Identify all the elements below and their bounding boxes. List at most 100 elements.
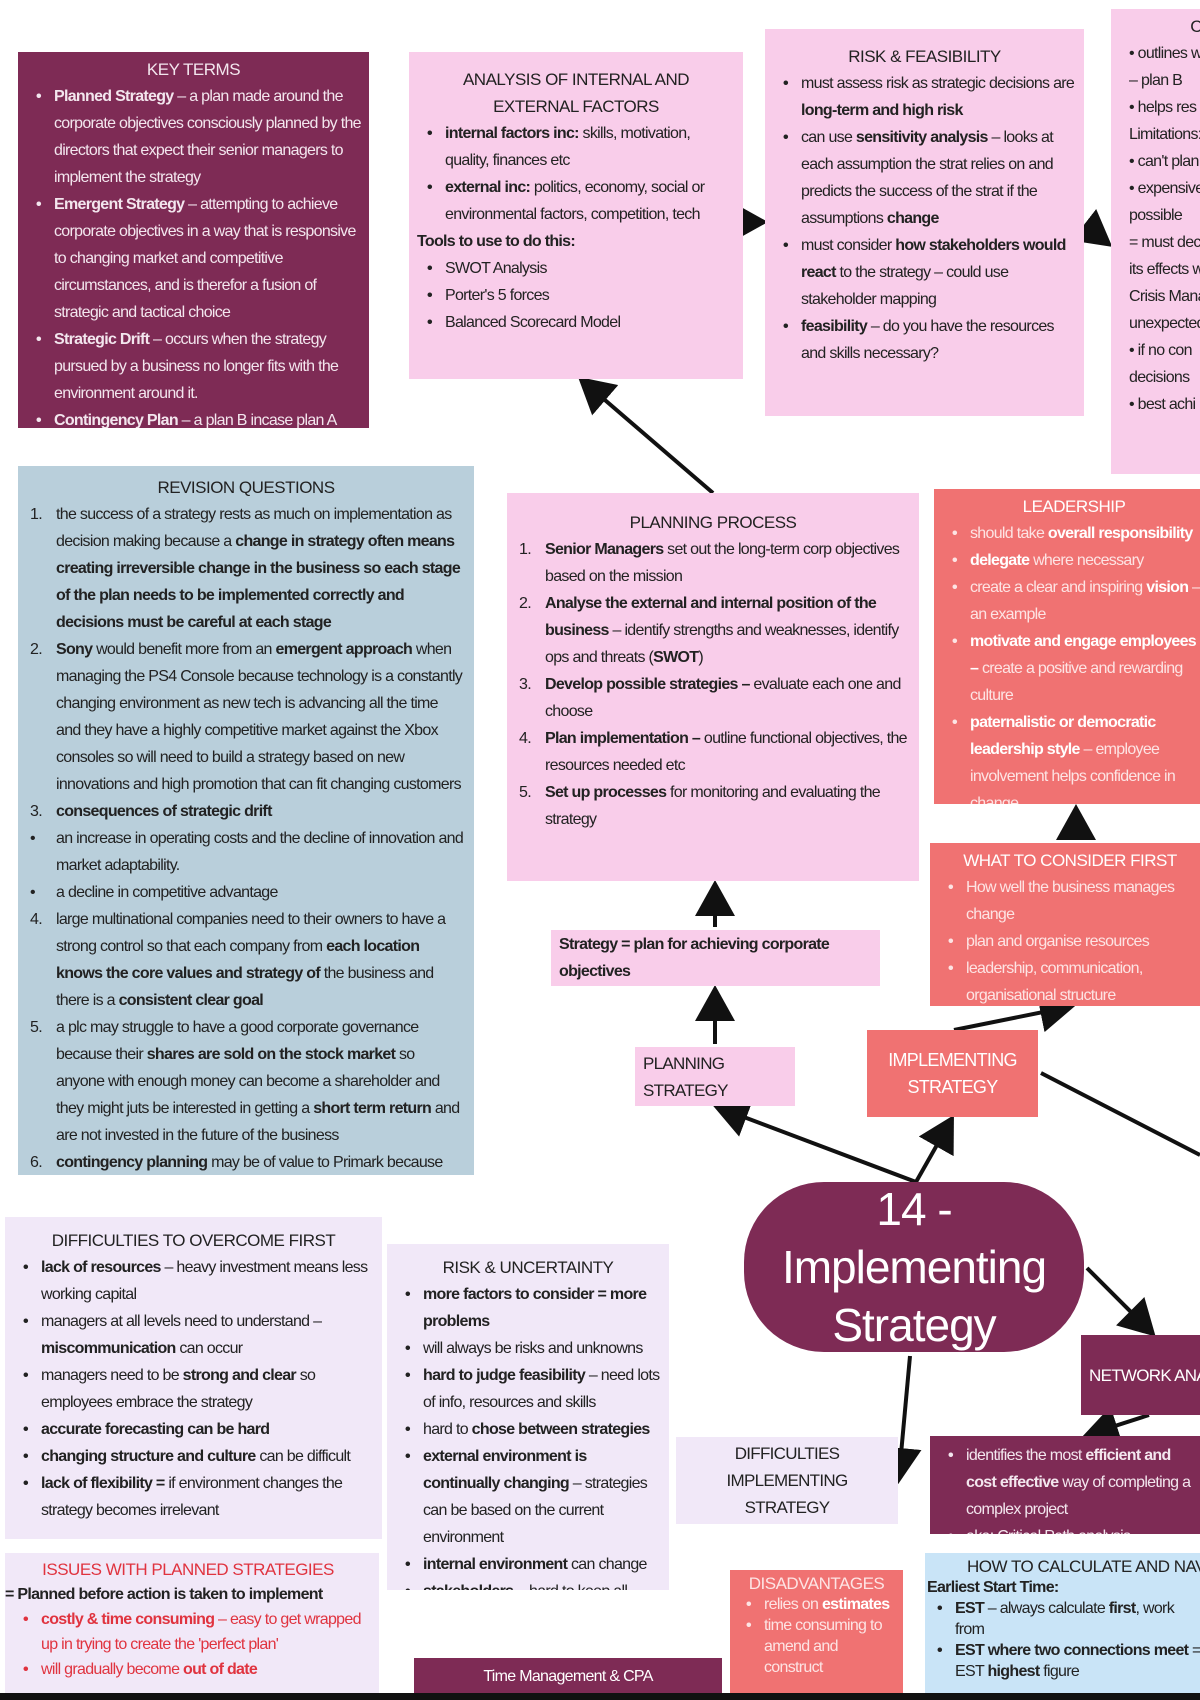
text: – strategies can be based on the current… (423, 1475, 648, 1546)
bold-text: vision (1146, 579, 1189, 596)
list-item: Strategic Drift – occurs when the strate… (26, 326, 361, 407)
bold-text: highest (987, 1663, 1040, 1680)
text: managers need to be (41, 1367, 183, 1384)
list-item: Porter's 5 forces (417, 282, 735, 309)
bold-text: Senior Managers (545, 541, 664, 558)
list-item: = must decide (1129, 234, 1200, 251)
text: may be of value to Primark because they … (211, 1154, 443, 1171)
item-number: • (30, 884, 36, 901)
bold-text: hard to judge feasibility (423, 1367, 586, 1384)
bold-text: accurate forecasting can be hard (41, 1421, 270, 1438)
item-number: 3. (519, 676, 532, 693)
text: must assess risk as strategic decisions … (801, 75, 1075, 92)
text: identifies the most (966, 1447, 1086, 1464)
bold-text: Planned Strategy (54, 88, 174, 105)
text: figure (1039, 1663, 1080, 1680)
list-item: must consider how stakeholders would rea… (773, 232, 1076, 313)
arrow-central-to-implementing (914, 1115, 954, 1183)
text: should take (970, 525, 1048, 542)
bold-text: feasibility (801, 318, 868, 335)
bold-text: shares are sold on the stock market (146, 1046, 396, 1063)
difficulties-implementing-node[interactable]: DIFFICULTIES IMPLEMENTING STRATEGY (676, 1437, 898, 1524)
bold-text: internal environment (423, 1556, 568, 1573)
text: – looks at each assumption the strat rel… (801, 129, 1054, 227)
arrow-central-to-network (1085, 1266, 1156, 1337)
item-number: 1. (30, 506, 43, 523)
bold-text: emergent approach (275, 641, 413, 658)
text: so anyone with enough money can become a… (56, 1046, 440, 1117)
list-item: stakeholders – hard to keep all happy an… (395, 1578, 661, 1590)
bold-text: internal factors inc: (445, 125, 579, 142)
text: the business and there is a (56, 965, 434, 1009)
list-item: Emergent Strategy – attempting to achiev… (26, 191, 361, 326)
bold-text: Strategic Drift (54, 331, 150, 348)
line-implementing-right (1040, 1071, 1200, 1157)
consider-first-box: WHAT TO CONSIDER FIRST How well the busi… (930, 843, 1200, 1006)
disadvantages-box: DISADVANTAGES relies on estimatestime co… (730, 1570, 903, 1693)
list-item: should take overall responsibility (942, 520, 1200, 547)
bold-text: estimates (821, 1596, 890, 1613)
list-item: lack of flexibility = if environment cha… (13, 1470, 374, 1524)
list-item: will always be risks and unknowns (395, 1335, 661, 1362)
list-item: • best achi (1129, 396, 1196, 413)
text: will always be risks and unknowns (423, 1340, 643, 1357)
key-terms-title: KEY TERMS (146, 60, 241, 79)
list-item: hard to chose between strategies (395, 1416, 661, 1443)
text: politics, economy, social or environment… (445, 179, 705, 223)
text: – employee involvement helps confidence … (970, 741, 1176, 804)
text: – always calculate (984, 1600, 1109, 1617)
list-item: must assess risk as strategic decisions … (773, 70, 1076, 124)
bold-text: how stakeholders would react (801, 237, 1066, 281)
text: – easy to get wrapped up in trying to cr… (41, 1611, 361, 1653)
list-item: delegate where necessary (942, 547, 1200, 574)
text: can use (801, 129, 856, 146)
bold-text: EST where two connections meet (955, 1642, 1189, 1659)
list-item: relies on estimates (736, 1594, 897, 1615)
contingency-title: C (1190, 17, 1200, 36)
text: – attempting to achieve corporate object… (54, 196, 356, 321)
text: – a plan B incase plan A fails (181, 412, 337, 428)
analysis-title: ANALYSIS OF INTERNAL AND EXTERNAL FACTOR… (462, 70, 690, 116)
text: – a plan made around the corporate objec… (54, 88, 362, 186)
bold-text: short term return (313, 1100, 432, 1117)
text: a decline in competitive advantage (56, 884, 278, 901)
analysis-box: ANALYSIS OF INTERNAL AND EXTERNAL FACTOR… (409, 52, 743, 379)
text: can occur (175, 1340, 243, 1357)
bold-text: delegate (970, 552, 1030, 569)
text: – identify strengths and weaknesses, ide… (545, 622, 899, 666)
list-item: Limitations: (1129, 126, 1200, 143)
planning-process-box: PLANNING PROCESS 1.Senior Managers set o… (507, 493, 919, 881)
item-number: 1. (519, 541, 532, 558)
planning-strategy-node[interactable]: PLANNING STRATEGY (635, 1047, 795, 1106)
text: time consuming to amend and construct (764, 1617, 883, 1676)
list-item: motivate and engage employees – create a… (942, 628, 1200, 709)
text: managers at all levels need to understan… (41, 1313, 322, 1330)
bold-text: efficient and cost effective (966, 1447, 1171, 1491)
list-item: external environment is continually chan… (395, 1443, 661, 1551)
text: ) (698, 649, 704, 666)
leadership-title: LEADERSHIP (1022, 497, 1126, 516)
text: – need lots of info, resources and skill… (423, 1367, 660, 1411)
time-management-node[interactable]: Time Management & CPA (414, 1658, 722, 1693)
bold-text: sensitivity analysis (855, 129, 989, 146)
bold-text: stakeholders (423, 1583, 514, 1590)
implementing-strategy-node[interactable]: IMPLEMENTING STRATEGY (867, 1030, 1038, 1117)
bold-text: Develop possible strategies – (545, 676, 750, 693)
bold-text: contingency planning (56, 1154, 208, 1171)
list-item: internal environment can change (395, 1551, 661, 1578)
list-item: create a clear and inspiring vision – an… (942, 574, 1200, 628)
network-analysis-node[interactable]: NETWORK ANALYSIS (1081, 1335, 1200, 1415)
bold-text: costly & time consuming (41, 1611, 215, 1628)
text: – occurs when the strategy pursued by a … (54, 331, 339, 402)
bold-text: long-term and high risk (801, 102, 963, 119)
bold-text: miscommunication (41, 1340, 176, 1357)
difficulties-first-title: DIFFICULTIES TO OVERCOME FIRST (51, 1231, 336, 1250)
text: the success of a strategy rests as much … (56, 506, 452, 550)
consider-first-title: WHAT TO CONSIDER FIRST (963, 851, 1177, 870)
risk-feasibility-box: RISK & FEASIBILITY must assess risk as s… (765, 29, 1084, 416)
text: must consider (801, 237, 896, 254)
list-item: 2.Analyse the external and internal posi… (515, 590, 911, 671)
text: – heavy investment means less working ca… (41, 1259, 368, 1303)
list-item: decisions (1129, 369, 1190, 386)
text: , work from (955, 1600, 1175, 1638)
